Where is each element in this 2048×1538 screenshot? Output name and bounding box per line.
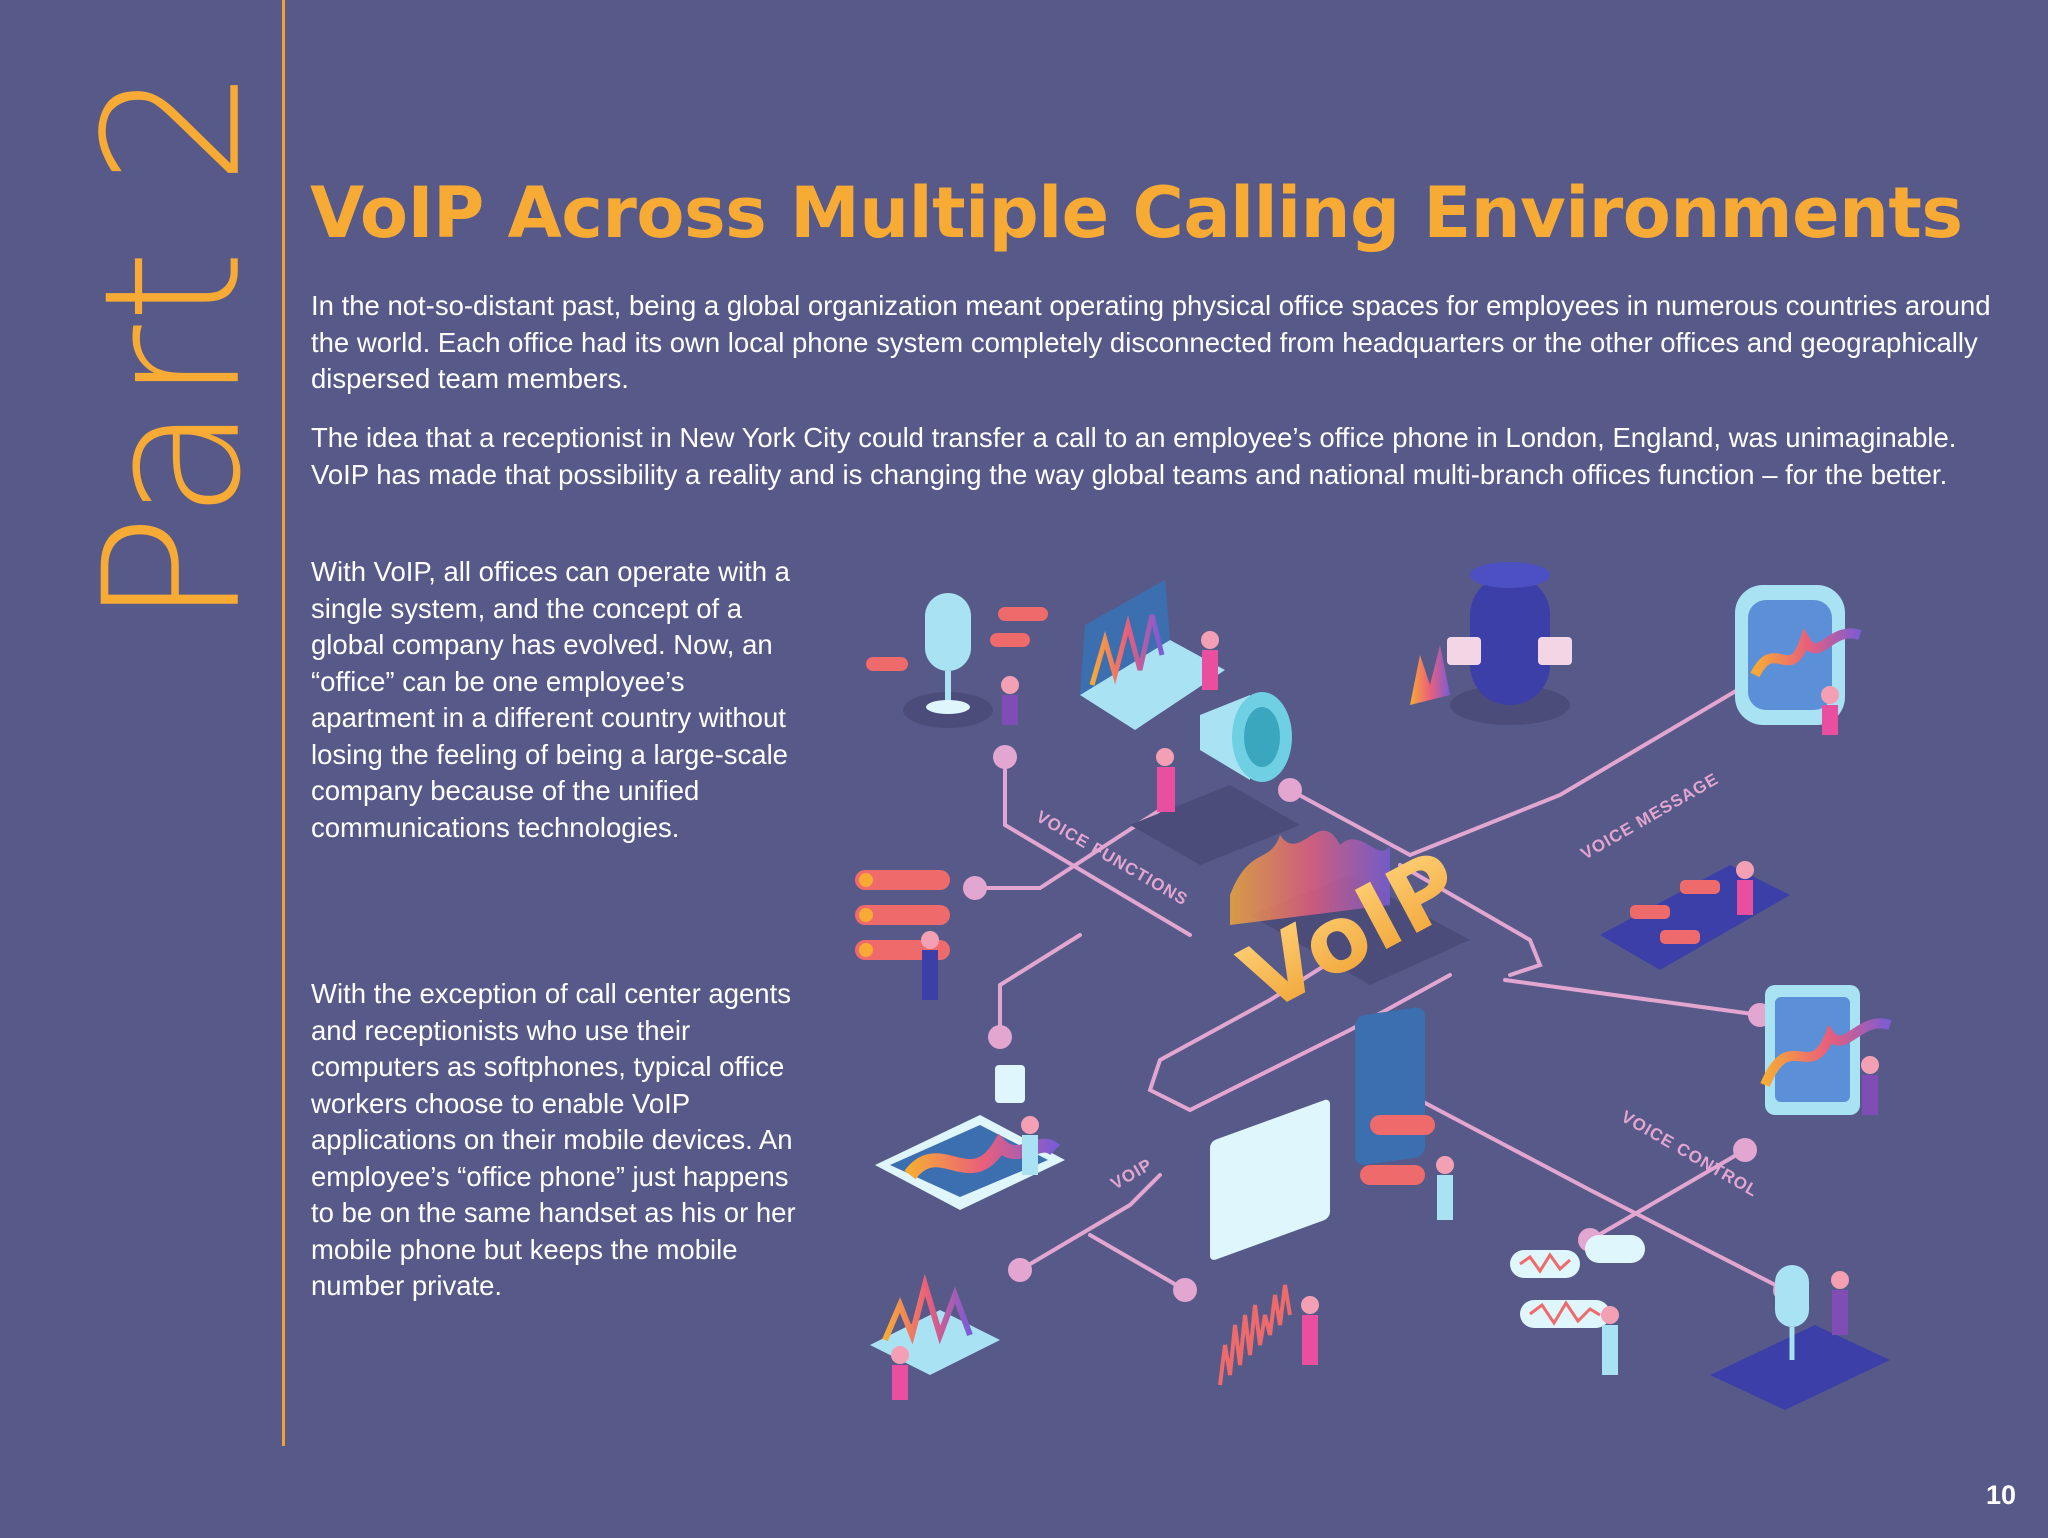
intro-paragraph: In the not-so-distant past, being a glob…	[311, 290, 1991, 394]
laptop-icon	[1080, 580, 1225, 730]
tablet-right-icon	[1760, 985, 1892, 1115]
part-label-text: Part 2	[63, 63, 283, 627]
label-voice-message: VOICE MESSAGE	[1578, 769, 1722, 863]
microphone-icon	[866, 593, 1048, 728]
tablet-icon	[875, 1065, 1065, 1210]
smart-speaker-icon	[1410, 562, 1572, 725]
voice-bubbles-icon	[1510, 1235, 1645, 1375]
waveform-icon	[1210, 1099, 1330, 1386]
second-paragraph: The idea that a receptionist in New York…	[311, 422, 1957, 490]
third-paragraph: With VoIP, all offices can operate with …	[311, 556, 790, 843]
smartwatch-icon	[1735, 585, 1862, 735]
voip-center-logo: VoIP	[1225, 830, 1479, 1033]
sound-wave-pad-icon	[870, 1273, 1000, 1400]
fourth-paragraph: With the exception of call center agents…	[311, 978, 796, 1301]
part-label: Part 2	[64, 64, 283, 627]
voip-network-illustration: VOICE FUNCTIONS VOICE MESSAGE VOICE CONT…	[855, 562, 1892, 1410]
microphone-pad-icon	[1710, 1265, 1890, 1410]
page-number: 10	[1985, 1480, 2016, 1510]
vertical-divider	[282, 0, 285, 1446]
chat-bubbles-icon	[855, 870, 950, 1000]
chat-app-icon	[1600, 861, 1790, 970]
megaphone-icon	[1130, 692, 1300, 865]
page-heading: VoIP Across Multiple Calling Environment…	[310, 172, 1963, 254]
smartphone-icon	[1355, 1007, 1454, 1220]
